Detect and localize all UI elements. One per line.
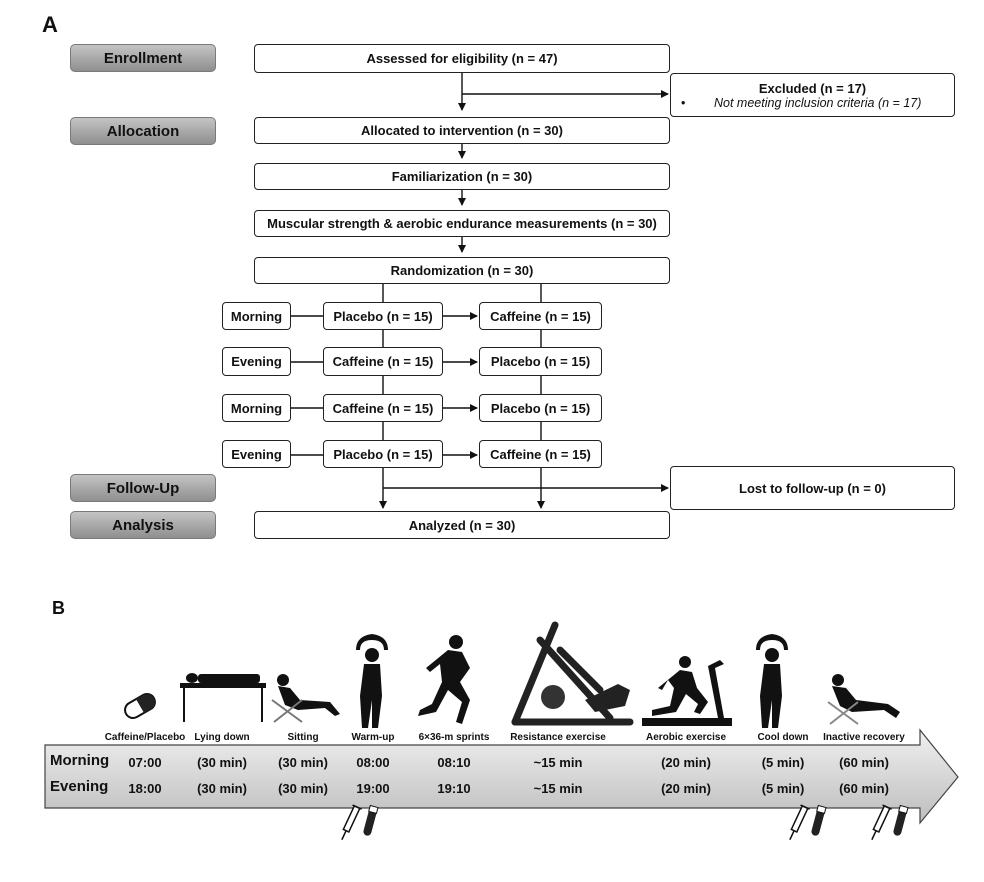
evening-time-caffeine-placebo: 18:00 bbox=[128, 781, 162, 796]
phase-enrollment: Enrollment bbox=[70, 44, 216, 72]
evening-time-aerobic: (20 min) bbox=[661, 781, 711, 796]
arm-4-first: Placebo (n = 15) bbox=[323, 440, 443, 468]
capsule-icon bbox=[124, 693, 156, 719]
step-label-resistance: Resistance exercise bbox=[510, 732, 606, 743]
evening-time-inactive-recovery: (60 min) bbox=[839, 781, 889, 796]
excluded-reason: Not meeting inclusion criteria (n = 17) bbox=[714, 95, 922, 110]
flow-connectors bbox=[291, 73, 669, 509]
morning-time-cool-down: (5 min) bbox=[761, 755, 805, 770]
morning-time-sitting: (30 min) bbox=[278, 755, 328, 770]
leg-press-icon bbox=[511, 621, 634, 726]
box-analyzed: Analyzed (n = 30) bbox=[254, 511, 670, 539]
syringe-tube-icon bbox=[341, 804, 379, 841]
morning-time-caffeine-placebo: 07:00 bbox=[128, 755, 162, 770]
step-label-sprints: 6×36-m sprints bbox=[418, 732, 490, 743]
timeline-arrow bbox=[44, 728, 959, 825]
panel-b-label: B bbox=[52, 598, 65, 618]
lying-person-icon bbox=[180, 673, 266, 722]
arm-2-time: Evening bbox=[222, 347, 291, 376]
step-label-caffeine-placebo: Caffeine/Placebo bbox=[104, 732, 186, 743]
stretching-person-icon bbox=[356, 634, 388, 728]
excluded-reason-item: • Not meeting inclusion criteria (n = 17… bbox=[681, 96, 944, 110]
phase-analysis: Analysis bbox=[70, 511, 216, 539]
morning-time-sprints: 08:10 bbox=[437, 755, 471, 770]
morning-time-inactive-recovery: (60 min) bbox=[839, 755, 889, 770]
reclining-person-icon bbox=[827, 674, 900, 725]
syringe-tube-icon bbox=[789, 804, 827, 841]
evening-time-cool-down: (5 min) bbox=[761, 781, 805, 796]
step-label-lying-down: Lying down bbox=[194, 732, 250, 743]
morning-time-aerobic: (20 min) bbox=[661, 755, 711, 770]
morning-time-resistance: ~15 min bbox=[533, 755, 583, 770]
box-assessed: Assessed for eligibility (n = 47) bbox=[254, 44, 670, 73]
step-label-warm-up: Warm-up bbox=[351, 732, 395, 743]
bullet-icon: • bbox=[681, 95, 686, 110]
excluded-title: Excluded (n = 17) bbox=[758, 80, 867, 96]
evening-time-lying-down: (30 min) bbox=[197, 781, 247, 796]
sitting-person-icon bbox=[271, 674, 340, 723]
arm-1-first: Placebo (n = 15) bbox=[323, 302, 443, 330]
panel-a-label: A bbox=[42, 12, 58, 37]
evening-time-sprints: 19:10 bbox=[437, 781, 471, 796]
step-label-aerobic: Aerobic exercise bbox=[645, 732, 727, 743]
row-name-evening: Evening bbox=[50, 778, 109, 795]
box-measurements: Muscular strength & aerobic endurance me… bbox=[254, 210, 670, 237]
syringe-tube-icon bbox=[871, 804, 909, 841]
arm-3-first: Caffeine (n = 15) bbox=[323, 394, 443, 422]
arm-3-time: Morning bbox=[222, 394, 291, 422]
arm-2-first: Caffeine (n = 15) bbox=[323, 347, 443, 376]
row-name-morning: Morning bbox=[50, 752, 110, 769]
morning-time-warm-up: 08:00 bbox=[356, 755, 390, 770]
arm-1-time: Morning bbox=[222, 302, 291, 330]
evening-time-sitting: (30 min) bbox=[278, 781, 328, 796]
box-randomization: Randomization (n = 30) bbox=[254, 257, 670, 284]
arm-3-second: Placebo (n = 15) bbox=[479, 394, 602, 422]
treadmill-runner-icon bbox=[642, 656, 732, 726]
phase-follow-up: Follow-Up bbox=[70, 474, 216, 502]
step-label-inactive-recovery: Inactive recovery bbox=[823, 732, 905, 743]
arm-4-time: Evening bbox=[222, 440, 291, 468]
box-allocated: Allocated to intervention (n = 30) bbox=[254, 117, 670, 144]
step-label-cool-down: Cool down bbox=[757, 732, 809, 743]
evening-time-resistance: ~15 min bbox=[533, 781, 583, 796]
step-label-sitting: Sitting bbox=[287, 732, 319, 743]
box-familiarization: Familiarization (n = 30) bbox=[254, 163, 670, 190]
arm-2-second: Placebo (n = 15) bbox=[479, 347, 602, 376]
stretching-person-icon bbox=[756, 634, 788, 728]
arm-4-second: Caffeine (n = 15) bbox=[479, 440, 602, 468]
evening-time-warm-up: 19:00 bbox=[356, 781, 390, 796]
phase-allocation: Allocation bbox=[70, 117, 216, 145]
box-lost-follow-up: Lost to follow-up (n = 0) bbox=[670, 466, 955, 510]
arm-1-second: Caffeine (n = 15) bbox=[479, 302, 602, 330]
morning-time-lying-down: (30 min) bbox=[197, 755, 247, 770]
box-excluded: Excluded (n = 17) • Not meeting inclusio… bbox=[670, 73, 955, 117]
sprinter-icon bbox=[418, 635, 470, 724]
